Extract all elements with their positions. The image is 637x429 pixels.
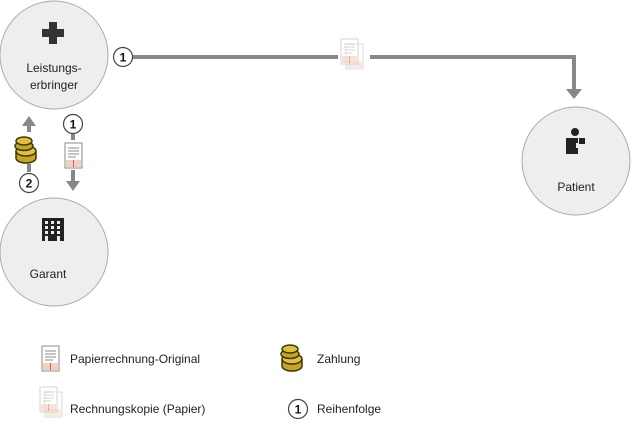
provider-node <box>0 0 109 110</box>
legend-sequence-label: Reihenfolge <box>317 402 382 416</box>
payment-flow-connector: 2 <box>18 116 40 194</box>
step-number: 1 <box>120 51 127 65</box>
step-badge-invoice <box>62 113 84 135</box>
legend-copy-icon <box>39 386 63 418</box>
copy-flow-connector <box>132 55 582 99</box>
guarantor-label: Garant <box>29 267 67 281</box>
guarantor-node <box>0 197 109 307</box>
step-number: 1 <box>70 118 77 132</box>
svg-text:1: 1 <box>295 403 302 417</box>
legend-sequence-badge: 1 <box>287 398 309 420</box>
invoice-icon <box>64 142 83 169</box>
paper-copy-icon <box>340 38 364 70</box>
step-badge-payment <box>18 172 40 194</box>
medical-cross-icon <box>42 22 64 44</box>
legend-payment-label: Zahlung <box>317 352 361 366</box>
patient-label: Patient <box>557 180 595 194</box>
legend-paper-copy-label: Rechnungskopie (Papier) <box>70 402 206 416</box>
building-icon <box>42 218 64 241</box>
patient-node <box>521 106 631 216</box>
legend-coins-icon <box>280 344 303 372</box>
legend-original-invoice-label: Papierrechnung-Original <box>70 352 201 366</box>
invoice-flow-connector: 1 <box>62 113 84 191</box>
provider-label: Leistungs- erbringer <box>26 61 82 92</box>
step-number: 2 <box>26 177 33 191</box>
step-badge-copy: 1 <box>112 46 134 68</box>
coins-icon <box>14 136 37 164</box>
person-icon <box>566 128 585 154</box>
legend-invoice-icon <box>41 345 60 372</box>
